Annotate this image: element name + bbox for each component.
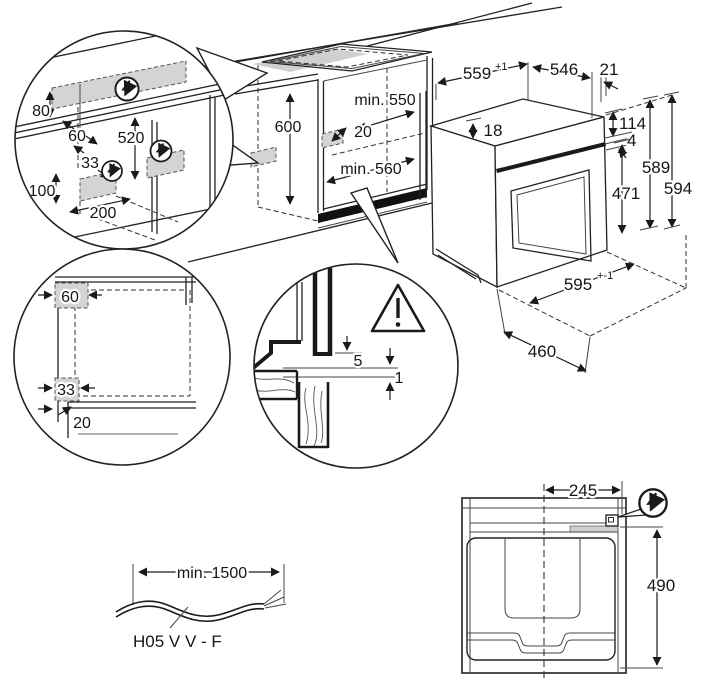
dim-33-side: 33 — [57, 382, 75, 399]
dim-600: 600 — [275, 119, 302, 136]
wood-panel-vertical — [297, 382, 330, 449]
dim-595-tolerance: +-1 — [597, 270, 613, 282]
connection-area-niche — [321, 128, 344, 149]
clearance-33-zone — [54, 377, 80, 402]
dim-460: 460 — [528, 342, 556, 361]
dim-33-wall: 33 — [81, 155, 99, 172]
cable-type-label: H05 V V - F — [133, 632, 222, 651]
clearance-60-zone — [54, 282, 89, 309]
dim-114: 114 — [619, 114, 646, 133]
oven-isometric — [419, 91, 687, 374]
dim-200: 200 — [90, 205, 117, 222]
dim-60-wall: 60 — [68, 128, 86, 145]
oven-top-view: 245 490 — [461, 479, 677, 681]
dim-60-side: 60 — [61, 289, 79, 306]
dim-595: 595 — [564, 275, 592, 294]
dim-546: 546 — [550, 60, 578, 79]
dim-520: 520 — [118, 130, 145, 147]
dim-21: 21 — [600, 60, 619, 79]
connection-area-side — [250, 146, 277, 168]
power-icon-topview — [639, 489, 666, 516]
wood-panel-horizontal — [254, 369, 299, 401]
dim-min-550: min. 550 — [354, 92, 415, 109]
oven-dimensions: 559 +1 546 21 18 114 4 589 594 471 595 +… — [435, 58, 694, 372]
terminal-box — [605, 514, 619, 527]
dim-471: 471 — [612, 184, 640, 203]
dim-18: 18 — [484, 121, 503, 140]
dim-20-side: 20 — [73, 415, 91, 432]
dim-1: 1 — [395, 370, 404, 387]
dim-5: 5 — [354, 353, 363, 370]
dim-559-tolerance: +1 — [495, 61, 508, 73]
pointer-to-gap-detail — [349, 187, 399, 264]
kitchen-background — [139, 2, 563, 263]
cable-length-label: min. 1500 — [177, 565, 247, 582]
dim-100: 100 — [29, 183, 56, 200]
dim-490: 490 — [647, 576, 675, 595]
mains-cable: min. 1500 H05 V V - F — [115, 563, 287, 653]
dim-80: 80 — [32, 103, 50, 120]
cabinet-side-detail: 60 33 20 — [13, 248, 231, 466]
power-icon-lower — [102, 161, 122, 181]
power-icon-mid — [151, 141, 172, 162]
dim-594: 594 — [664, 179, 692, 198]
wall-connection-detail: 80 520 60 33 100 200 — [14, 30, 234, 250]
dim-559: 559 — [463, 64, 491, 83]
cooktop-cutout — [252, 43, 433, 72]
power-icon-upper — [115, 77, 138, 100]
gap-detail: 5 1 — [253, 263, 459, 469]
dim-20-niche: 20 — [354, 124, 372, 141]
dim-245: 245 — [569, 481, 597, 500]
dim-4: 4 — [627, 131, 636, 150]
dim-589: 589 — [642, 158, 670, 177]
dim-min-560: min. 560 — [340, 161, 401, 178]
warning-icon — [370, 283, 426, 333]
niche-dimensions: 600 min. 550 20 min. 560 — [272, 90, 418, 205]
